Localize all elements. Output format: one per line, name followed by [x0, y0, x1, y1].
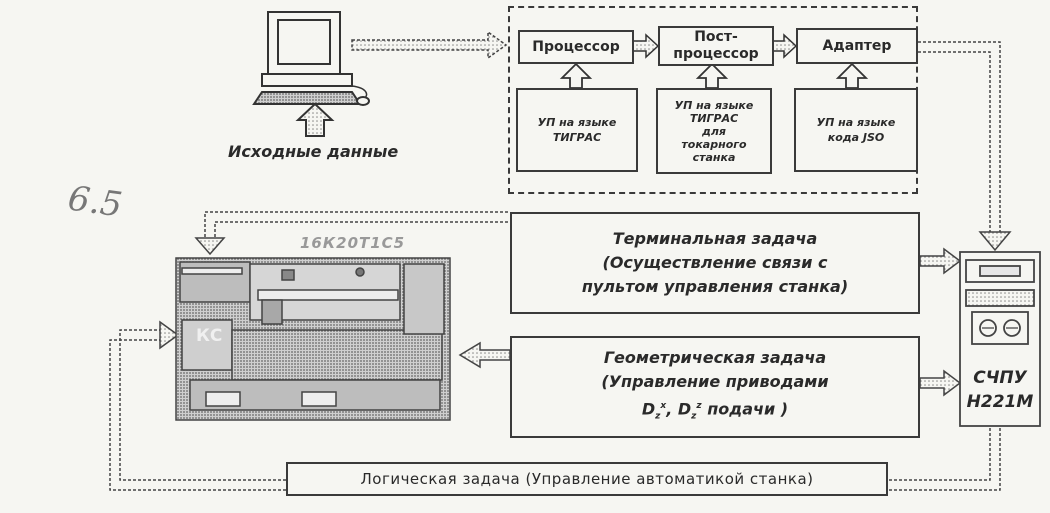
handwritten-note: 6.5 [65, 178, 125, 226]
machine-badge-label: КС [196, 326, 223, 346]
cnc-label: СЧПУ Н221М [960, 366, 1040, 414]
source-tigras-line: ТИГРАС [552, 131, 602, 144]
adapter-label: Адаптер [822, 38, 892, 54]
computer-icon [252, 11, 370, 106]
adapter-box: Адаптер [796, 28, 918, 64]
source-jso-box: УП на языке кода JSO [794, 88, 918, 172]
arrow-terminal-to-cnc [919, 247, 962, 275]
logical-task-label: Логическая задача (Управление автоматико… [360, 470, 814, 488]
arrow-source-to-adapter [835, 62, 869, 89]
lathe-machine-image [175, 257, 451, 421]
geometric-task-line3: Dzx, Dzz подачи ) [641, 399, 789, 422]
machine-model-label: 16К20Т1С5 [300, 234, 406, 252]
geometric-task-line2: (Управление приводами [601, 371, 829, 391]
postprocessor-label-line2: процессор [673, 46, 759, 62]
postprocessor-box: Пост- процессор [658, 26, 774, 66]
arrow-source-to-processor [559, 62, 593, 89]
geometric-task-line1: Геометрическая задача [603, 347, 827, 367]
processor-label: Процессор [532, 39, 620, 55]
arrow-adapter-to-cnc [918, 41, 1012, 252]
source-tigras-lathe-line: станка [692, 150, 736, 164]
postprocessor-label-line1: Пост- [694, 29, 738, 45]
source-jso-line: кода JSO [827, 131, 885, 144]
source-tigras-lathe-line: ТИГРАС [689, 111, 739, 125]
arrow-computer-to-processor [351, 30, 508, 60]
arrow-postprocessor-to-adapter [772, 33, 798, 59]
terminal-task-box: Терминальная задача (Осуществление связи… [510, 212, 920, 314]
terminal-task-line: Терминальная задача [612, 229, 818, 248]
cnc-device [959, 251, 1041, 427]
arrow-input-up [295, 102, 335, 137]
arrow-geometric-to-machine [458, 341, 511, 369]
arrow-logical-loop [109, 320, 1001, 491]
cnc-label-line2: Н221М [966, 392, 1034, 412]
source-tigras-lathe-box: УП на языке ТИГРАС для токарного станка [656, 88, 772, 174]
arrow-feedback-to-machine [194, 211, 508, 256]
input-data-label: Исходные данные [228, 142, 399, 161]
source-tigras-lathe-line: УП на языке [674, 98, 754, 112]
processor-box: Процессор [518, 30, 634, 64]
geometric-task-line3-suffix: подачи ) [707, 399, 789, 419]
terminal-task-line: пультом управления станка) [581, 277, 849, 296]
source-tigras-lathe-line: токарного [681, 137, 747, 151]
cnc-label-line1: СЧПУ [973, 368, 1027, 388]
terminal-task-line: (Осуществление связи с [602, 253, 828, 272]
source-tigras-lathe-line: для [701, 124, 726, 138]
arrow-geometric-to-cnc [919, 369, 962, 397]
source-tigras-box: УП на языке ТИГРАС [516, 88, 638, 172]
source-jso-line: УП на языке [816, 116, 896, 129]
arrow-source-to-postprocessor [695, 62, 729, 89]
logical-task-box: Логическая задача (Управление автоматико… [286, 462, 888, 496]
geometric-task-box: Геометрическая задача (Управление привод… [510, 336, 920, 438]
source-tigras-line: УП на языке [537, 116, 617, 129]
arrow-processor-to-postprocessor [632, 33, 660, 59]
